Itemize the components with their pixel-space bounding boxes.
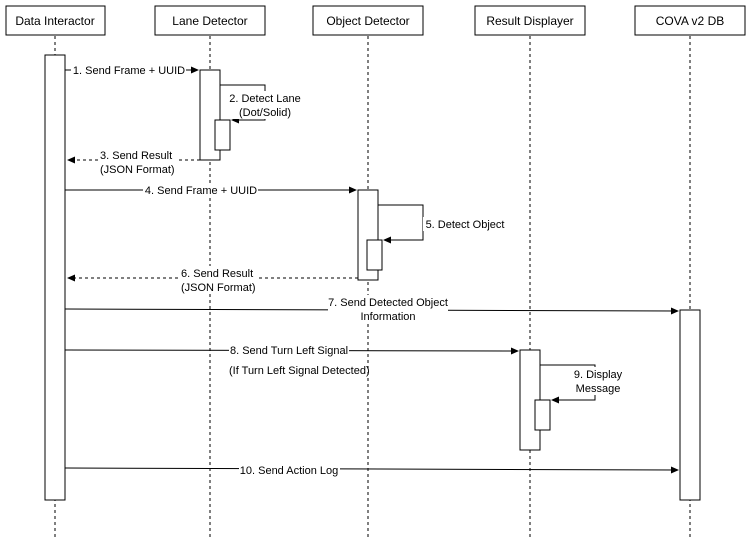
message-label: 10. Send Action Log [240, 465, 338, 477]
message-label: 7. Send Detected Object [328, 297, 448, 309]
participant-box [634, 5, 746, 36]
activation-lane-detector-self [214, 119, 231, 151]
message-label: 4. Send Frame + UUID [145, 185, 257, 197]
message-5[interactable]: 5. Detect Object [378, 204, 507, 244]
message-3[interactable]: 3. Send Result (JSON Format) [67, 148, 200, 176]
message-label: 1. Send Frame + UUID [73, 65, 185, 77]
participant-label: Lane Detector [172, 14, 247, 28]
message-label: Information [360, 311, 415, 323]
activation-result-displayer-self [534, 399, 551, 431]
message-10[interactable]: 10. Send Action Log [64, 463, 679, 477]
message-label: 2. Detect Lane [229, 93, 301, 105]
message-label: 5. Detect Object [426, 219, 505, 231]
message-label: 3. Send Result [100, 150, 172, 162]
message-4[interactable]: 4. Send Frame + UUID [65, 183, 357, 197]
message-label: 8. Send Turn Left Signal [230, 345, 348, 357]
participant-box [154, 5, 266, 36]
message-label: Message [576, 383, 621, 395]
condition-note: (If Turn Left Signal Detected) [229, 365, 370, 377]
participant-lane-detector[interactable]: Lane Detector [154, 5, 266, 540]
participant-cova-db[interactable]: COVA v2 DB [634, 5, 746, 540]
participant-label: Data Interactor [15, 14, 94, 28]
activation-cova-db [679, 309, 701, 501]
message-label: 6. Send Result [181, 268, 253, 280]
participant-box [312, 5, 424, 36]
message-6[interactable]: 6. Send Result (JSON Format) [67, 266, 358, 294]
message-label: (JSON Format) [100, 164, 175, 176]
participant-label: COVA v2 DB [656, 14, 724, 28]
message-7[interactable]: 7. Send Detected Object Information [64, 295, 679, 323]
participant-result-displayer[interactable]: Result Displayer [474, 5, 586, 540]
message-arrow [64, 466, 679, 474]
activation-data-interactor [44, 54, 66, 501]
participant-data-interactor[interactable]: Data Interactor [5, 5, 106, 540]
message-label: (Dot/Solid) [239, 107, 291, 119]
participant-label: Result Displayer [486, 14, 573, 28]
participant-box [474, 5, 586, 36]
message-8[interactable]: 8. Send Turn Left Signal [64, 343, 519, 357]
participant-box [5, 5, 106, 36]
message-label: (JSON Format) [181, 282, 256, 294]
message-arrow [378, 204, 424, 244]
message-label: 9. Display [574, 369, 623, 381]
message-1[interactable]: 1. Send Frame + UUID [65, 63, 199, 77]
activation-object-detector-self [366, 239, 383, 271]
participant-label: Object Detector [326, 14, 409, 28]
message-9[interactable]: 9. Display Message [540, 364, 624, 404]
participant-object-detector[interactable]: Object Detector [312, 5, 424, 540]
message-2[interactable]: 2. Detect Lane (Dot/Solid) [220, 84, 302, 124]
